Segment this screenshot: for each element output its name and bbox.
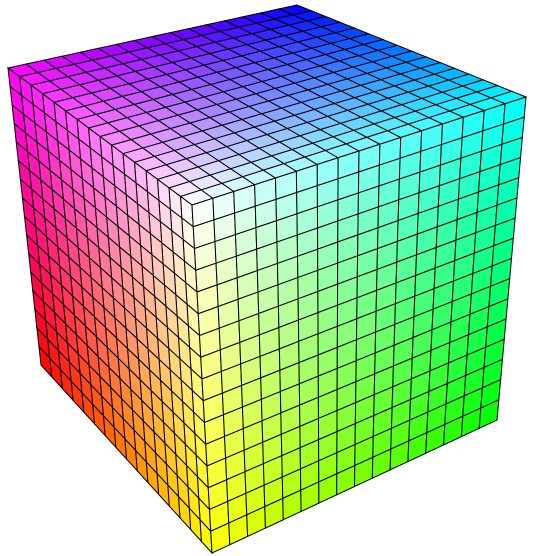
color-cube-figure	[0, 0, 534, 556]
rgb-color-cube	[0, 0, 534, 556]
